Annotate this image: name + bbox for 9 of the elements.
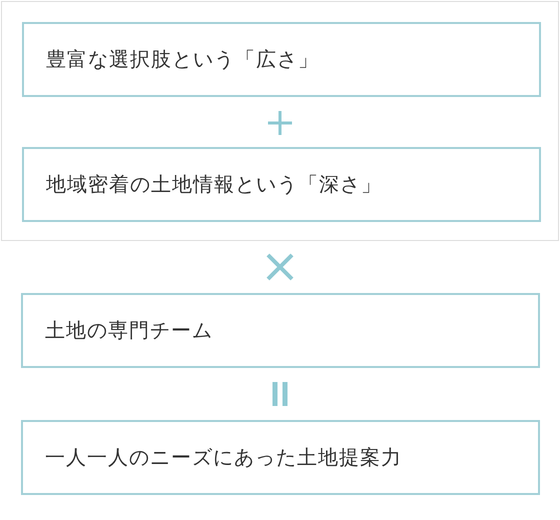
text-box bbox=[22, 22, 541, 97]
box-text: 地域密着の土地情報という「深さ」 bbox=[46, 171, 382, 198]
box-text: 一人一人のニーズにあった土地提案力 bbox=[45, 444, 402, 471]
group-panel bbox=[1, 1, 559, 241]
text-box bbox=[21, 420, 540, 495]
box-text: 土地の専門チーム bbox=[45, 317, 213, 344]
box-text: 豊富な選択肢という「広さ」 bbox=[46, 46, 319, 73]
text-box bbox=[21, 293, 540, 368]
text-box bbox=[22, 147, 541, 222]
